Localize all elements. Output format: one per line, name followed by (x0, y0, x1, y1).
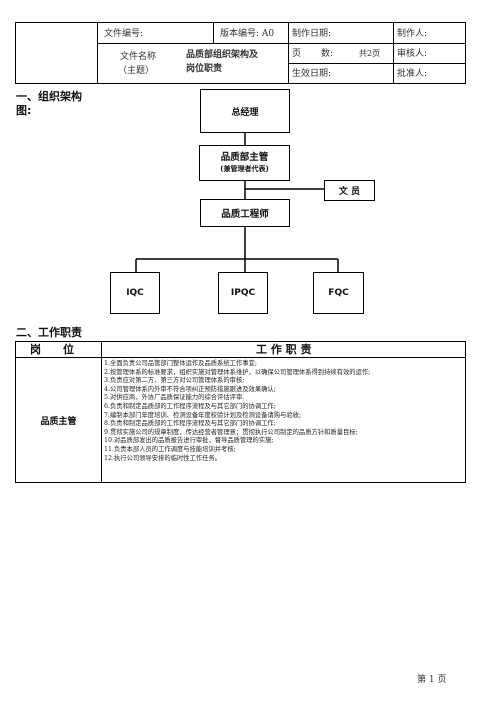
header-divider (288, 63, 465, 64)
document-title-line2: 岗位职责 (186, 64, 223, 74)
duty-item: 2.按管理体系的标准要求，组织实施对管理体系维护，以确保公司管理体系得到持续有效… (104, 368, 371, 376)
version-label: 版本编号: A0 (220, 29, 275, 39)
header-divider (213, 23, 214, 43)
org-node-quality-engineer: 品质工程师 (200, 199, 290, 227)
org-node-ipqc: IPQC (218, 272, 268, 314)
org-node-label: IQC (126, 288, 144, 298)
column-header-duties: 工 作 职 责 (256, 343, 312, 356)
pages-label: 页 (292, 49, 302, 59)
section-org-chart-title: 一、组织架构 (16, 90, 82, 103)
document-header-table: 文件编号: 版本编号: A0 制作日期: 制作人: 文件名称 （主题） 品质部组… (15, 22, 466, 84)
org-node-sublabel: (兼管理者代表) (220, 165, 269, 173)
duty-item: 5.对供应商、外协厂品质保证能力的综合评估评审. (104, 394, 245, 402)
org-node-label: 总经理 (231, 107, 259, 118)
effective-date-label: 生效日期: (292, 69, 332, 79)
table-divider (16, 357, 465, 358)
reviewer-label: 审核人: (397, 49, 428, 59)
org-node-iqc: IQC (110, 272, 160, 314)
pages-total: 共2页 (359, 49, 381, 58)
org-node-label: FQC (328, 288, 349, 298)
duty-item: 12.执行公司领导安排的临时性工作任务。 (104, 454, 222, 462)
header-divider (288, 23, 289, 83)
duty-item: 8.负责和制定品质部的工作程序流程及与其它部门的协调工作; (104, 420, 276, 428)
approver-label: 批准人: (397, 69, 428, 79)
author-label: 制作人: (397, 29, 428, 39)
document-title-line1: 品质部组织架构及 (186, 50, 259, 60)
org-node-qa-supervisor: 品质部主管 (兼管理者代表) (199, 145, 290, 181)
duty-item: 11.负责本部人员的工作调度与技能培训并考核; (104, 445, 236, 453)
topic-label: （主题） (118, 66, 155, 76)
table-divider (101, 342, 102, 482)
duty-item: 6.负责和制定品质部的工作程序流程及与其它部门的协调工作; (104, 402, 276, 410)
header-divider (393, 23, 394, 83)
org-node-label: 文 员 (338, 187, 361, 197)
org-node-fqc: FQC (313, 272, 364, 314)
section-duties-title: 二、工作职责 (16, 326, 82, 339)
duties-table: 岗 位 工 作 职 责 品质主管 1.全面负责公司品管部门整体运作及品质系统工作… (15, 341, 466, 483)
duty-item: 4.公司管理体系内外审不符合项纠正预防措施跟进及效果确认; (104, 385, 276, 393)
duty-item: 1.全面负责公司品管部门整体运作及品质系统工作事宜; (104, 360, 257, 367)
position-name: 品质主管 (40, 416, 77, 427)
duty-item: 10.对品质部发出的品质报告进行审批，督导品质管理的实施; (104, 437, 274, 445)
org-node-label: 品质工程师 (221, 209, 269, 220)
header-divider (97, 43, 465, 44)
section-org-chart-title-cont: 图: (16, 104, 32, 117)
duty-item: 7.编制本部门年度培训、检测设备年度校验计划及检测设备请购与验收; (104, 411, 302, 419)
created-date-label: 制作日期: (292, 29, 332, 39)
org-node-label: 品质部主管 (220, 152, 269, 163)
duties-list: 1.全面负责公司品管部门整体运作及品质系统工作事宜; 2.按管理体系的标准要求，… (104, 360, 462, 463)
org-node-label: IPQC (230, 288, 256, 298)
org-node-clerk: 文 员 (324, 180, 375, 201)
column-header-position: 岗 位 (30, 343, 74, 356)
header-divider (97, 23, 98, 83)
org-chart-connectors (135, 132, 339, 272)
page-number: 第 1 页 (417, 675, 447, 685)
duty-item: 3.负责应对第二方、第三方对公司管理体系的审核; (104, 377, 245, 385)
doc-number-label: 文件编号: (104, 29, 144, 39)
position-cell: 品质主管 (16, 358, 101, 482)
duty-item: 9.贯彻实施公司的规章制度，传达经营者管理意；贯彻执行公司制定的品质方针和质量目… (104, 428, 358, 436)
file-name-label: 文件名称 (120, 52, 157, 62)
pages-count-label: 数: (321, 49, 334, 59)
org-node-general-manager: 总经理 (200, 89, 290, 133)
